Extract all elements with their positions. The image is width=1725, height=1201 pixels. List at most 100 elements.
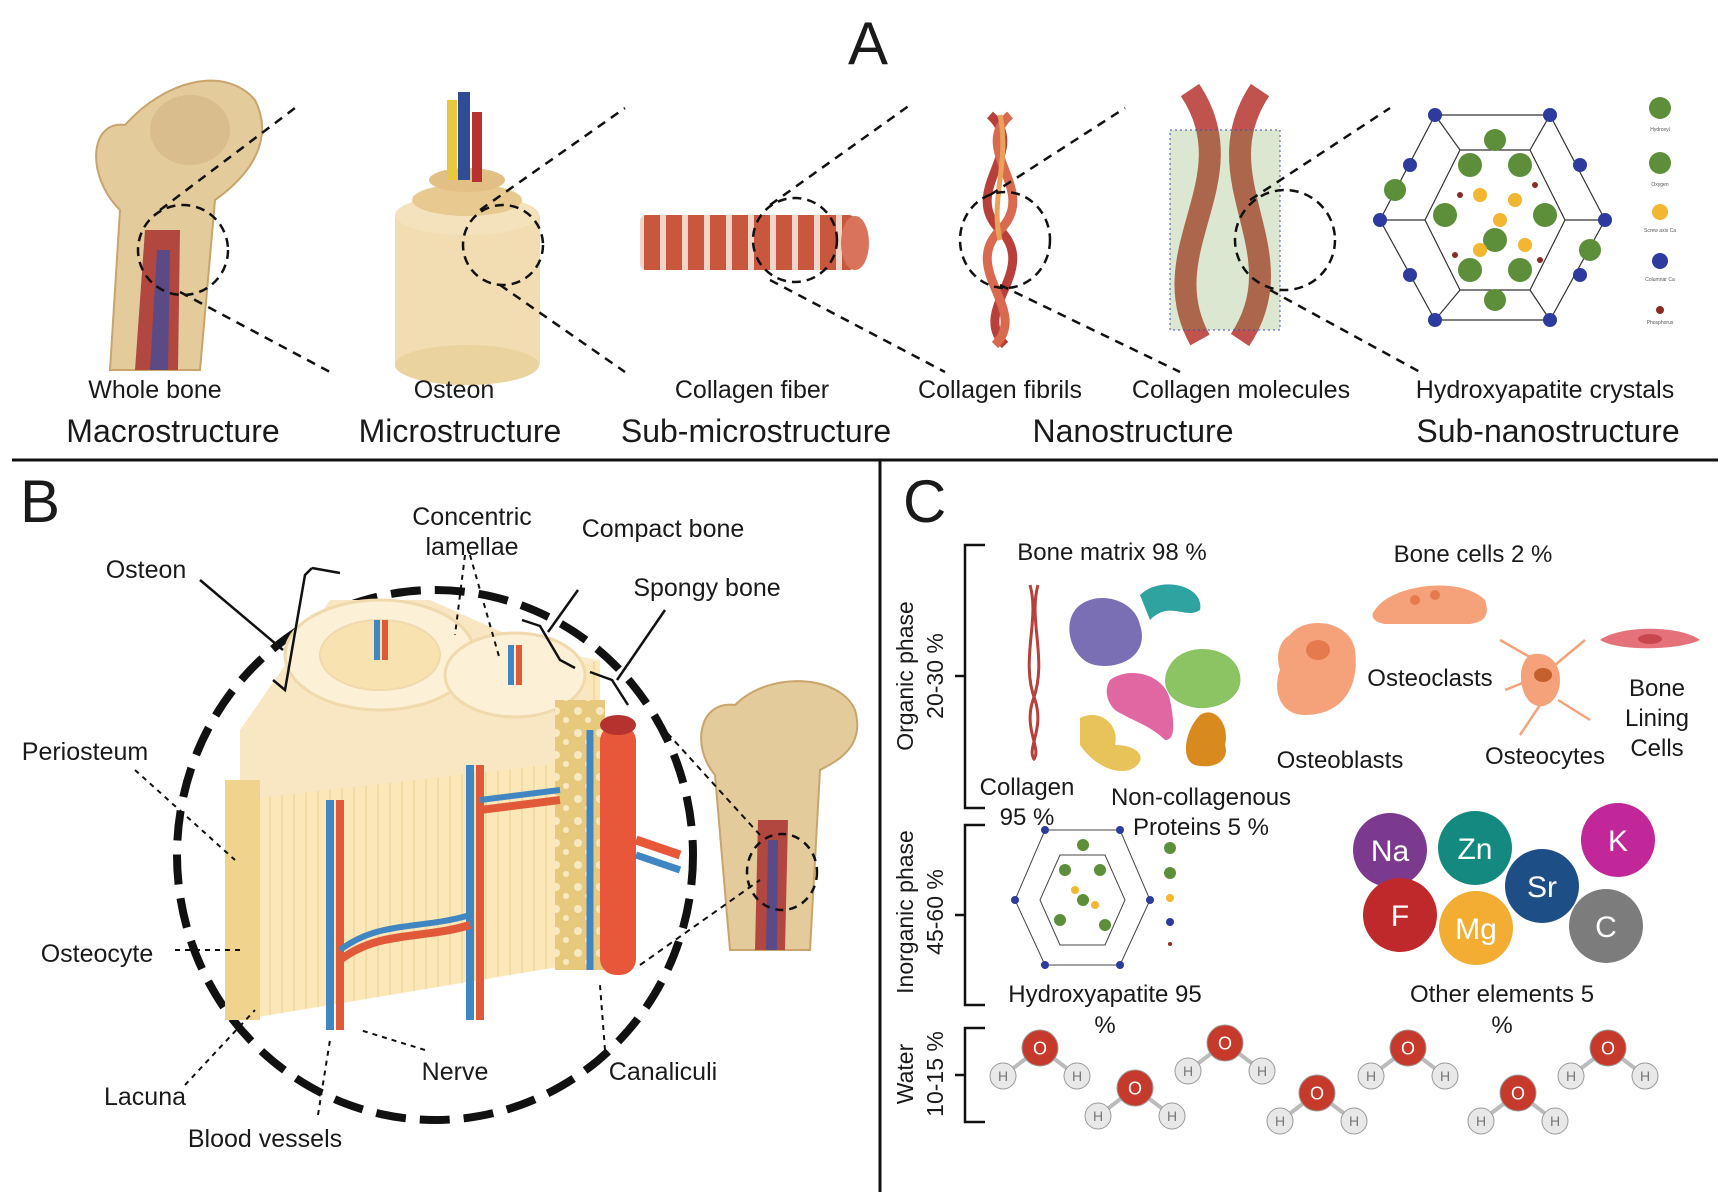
water-hydrogen-atom-label: H [1183, 1063, 1193, 1079]
water-hydrogen-atom-label: H [1366, 1068, 1376, 1084]
water-hydrogen-atom-label: H [1072, 1068, 1082, 1084]
water-oxygen-atom-label: O [1310, 1083, 1324, 1103]
label-water-percent: 10-15 % [922, 1031, 948, 1117]
label-organic-percent: 20-30 % [922, 633, 948, 719]
water-oxygen-atom-label: O [1128, 1078, 1142, 1098]
legend-screw-axis-ca: Screw axis Ca [1644, 228, 1676, 234]
water-hydrogen-atom-circle [1631, 1062, 1659, 1090]
water-hydrogen-atom-label: H [1275, 1113, 1285, 1129]
label-bone: Bone [1629, 675, 1685, 702]
panel-b-letter: B [20, 468, 60, 535]
panel-b-dashed-leaders [134, 554, 606, 1116]
element-k-circle [1581, 803, 1655, 877]
water-hydrogen-atom-label: H [1566, 1068, 1576, 1084]
label-osteoblasts: Osteoblasts [1277, 747, 1404, 774]
element-f-circle [1363, 878, 1437, 952]
panel-a-letter: A [848, 10, 888, 77]
water-hydrogen-atom-circle [1357, 1062, 1385, 1090]
mini-crystal-atoms [1011, 826, 1176, 969]
water-oxygen-atom-circle [1589, 1029, 1627, 1067]
zoom-circle-bone [136, 203, 230, 297]
small-femur-illustration [700, 680, 859, 951]
label-osteon-b: Osteon [106, 556, 187, 584]
whole-bone-illustration [95, 79, 264, 371]
element-mg-circle [1439, 891, 1513, 965]
label-proteins: Proteins 5 % [1133, 814, 1269, 841]
water-oxygen-atom-label: O [1218, 1033, 1232, 1053]
water-oxygen-atom-label: O [1033, 1038, 1047, 1058]
label-bone-matrix: Bone matrix 98 % [1017, 539, 1206, 566]
water-hydrogen-atom-label: H [1640, 1068, 1650, 1084]
level-sub-nanostructure: Sub-nanostructure [1416, 413, 1679, 449]
water-hydrogen-atom-circle [1467, 1107, 1495, 1135]
water-hydrogen-atom-circle [1248, 1057, 1276, 1085]
water-hydrogen-atom-circle [1431, 1062, 1459, 1090]
label-lining: Lining [1625, 705, 1689, 732]
label-other-elements-percent: % [1491, 1012, 1512, 1039]
label-compact-bone: Compact bone [582, 515, 745, 543]
label-collagen: Collagen [980, 774, 1075, 801]
water-hydrogen-atom-circle [1266, 1107, 1294, 1135]
label-lacuna: Lacuna [104, 1083, 186, 1111]
water-hydrogen-atom-label: H [1476, 1113, 1486, 1129]
water-oxygen-atom-circle [1499, 1074, 1537, 1112]
label-hydroxyapatite-crystals: Hydroxyapatite crystals [1416, 376, 1674, 404]
crystal-legend: Hydroxyl Oxygen Screw axis Ca Columnar C… [1644, 97, 1676, 326]
panel-c-brackets [955, 543, 985, 1124]
zoom-circle-osteon [461, 203, 545, 287]
element-zn-label: Zn [1457, 833, 1492, 866]
legend-hydroxyl: Hydroxyl [1650, 127, 1669, 133]
element-c-label: C [1595, 911, 1617, 944]
collagen-fibrils-illustration [982, 111, 1018, 349]
water-hydrogen-atom-circle [1158, 1102, 1186, 1130]
label-organic-phase: Organic phase [892, 601, 918, 751]
water-oxygen-atom-circle [1116, 1069, 1154, 1107]
label-nerve: Nerve [422, 1058, 489, 1086]
element-na-circle [1353, 813, 1427, 887]
legend-phosphorus: Phosphorus [1647, 320, 1674, 326]
water-hydrogen-atom-circle [1084, 1102, 1112, 1130]
water-oxygen-atom-circle [1021, 1029, 1059, 1067]
element-k-label: K [1608, 825, 1628, 858]
label-osteocytes: Osteocytes [1485, 743, 1605, 770]
level-sub-microstructure: Sub-microstructure [621, 413, 891, 449]
water-oxygen-atom-label: O [1511, 1083, 1525, 1103]
water-hydrogen-atom-circle [1340, 1107, 1368, 1135]
label-osteon-a: Osteon [414, 376, 495, 404]
protein-blobs-illustration [1069, 584, 1241, 771]
label-osteoclasts: Osteoclasts [1367, 665, 1492, 692]
label-collagen-fibrils: Collagen fibrils [918, 376, 1082, 404]
element-zn-circle [1438, 811, 1512, 885]
water-hydrogen-atom-label: H [998, 1068, 1008, 1084]
femur-connector-upper [659, 724, 761, 836]
water-hydrogen-atom-circle [1174, 1057, 1202, 1085]
zoom-connector-lines [159, 103, 1421, 374]
zoom-circle-compact-bone [173, 586, 697, 1124]
zoom-circle-molecules [1233, 188, 1337, 292]
label-concentric: Concentric [412, 503, 532, 531]
level-macrostructure: Macrostructure [66, 413, 279, 449]
element-c-circle [1569, 889, 1643, 963]
element-f-label: F [1391, 900, 1409, 933]
label-osteocyte: Osteocyte [41, 940, 154, 968]
label-water: Water [892, 1043, 918, 1104]
water-hydrogen-atom-circle [1541, 1107, 1569, 1135]
collagen-molecules-illustration [1169, 83, 1281, 347]
label-blood-vessels: Blood vessels [188, 1125, 342, 1153]
water-hydrogen-atom-circle [989, 1062, 1017, 1090]
label-other-elements: Other elements 5 [1410, 981, 1594, 1008]
water-hydrogen-atom-label: H [1257, 1063, 1267, 1079]
water-hydrogen-atom-circle [1557, 1062, 1585, 1090]
collagen-fiber-illustration [640, 215, 869, 270]
femur-connector-lower [639, 879, 761, 966]
water-oxygen-atom-circle [1298, 1074, 1336, 1112]
water-hydrogen-atom-label: H [1349, 1113, 1359, 1129]
bone-block-illustration [225, 598, 682, 1030]
zoom-circle-fibrils [958, 190, 1052, 290]
panel-c-letter: C [903, 468, 946, 535]
label-hydroxyapatite: Hydroxyapatite 95 [1008, 981, 1201, 1008]
zoom-circle-small-femur [745, 832, 819, 912]
label-collagen-fiber: Collagen fiber [675, 376, 829, 404]
